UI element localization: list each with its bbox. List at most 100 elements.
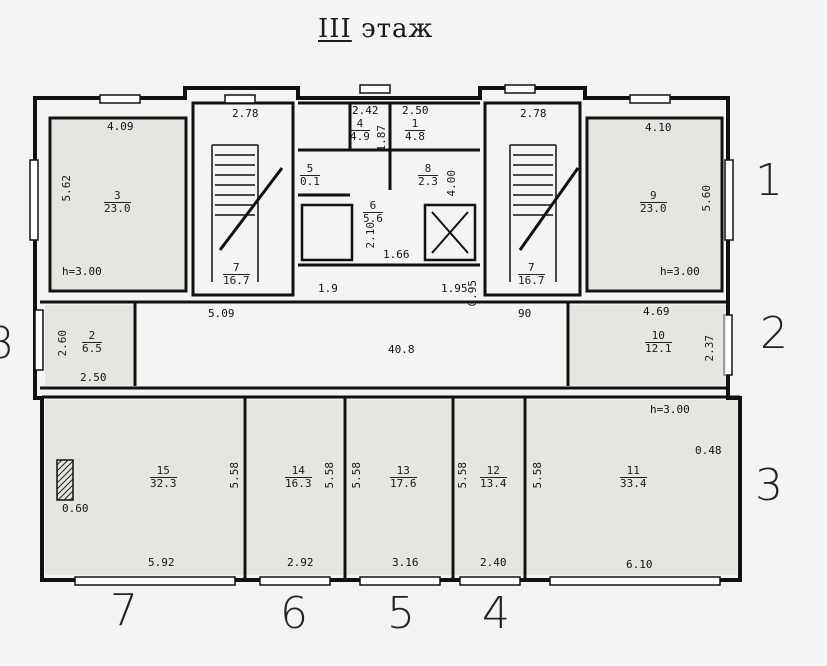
room-number: 3 bbox=[104, 190, 131, 203]
stairs-left bbox=[211, 144, 284, 282]
room-area: 23.0 bbox=[640, 202, 667, 215]
dim-label: 4.69 bbox=[643, 305, 670, 318]
marker-5: 5 bbox=[387, 588, 415, 639]
room-number: 12 bbox=[480, 465, 507, 478]
dim-label: 4.09 bbox=[107, 120, 134, 133]
room-number: 8 bbox=[418, 163, 438, 176]
room-shading bbox=[45, 120, 737, 575]
room-area: 33.4 bbox=[620, 477, 647, 490]
dim-label: 90 bbox=[518, 307, 532, 320]
windows bbox=[29, 84, 734, 586]
dim-label: 2.10 bbox=[364, 222, 377, 249]
room-number: 2 bbox=[82, 330, 102, 343]
marker-7: 7 bbox=[110, 585, 138, 636]
dim-label: 5.58 bbox=[323, 462, 336, 489]
room-number: 5 bbox=[300, 163, 320, 176]
dim-label: 5.58 bbox=[456, 462, 469, 489]
dim-label: 0.60 bbox=[62, 502, 89, 515]
room-number: 1 bbox=[405, 118, 425, 131]
room-area: 16.3 bbox=[285, 477, 312, 490]
dim-label: 1.87 bbox=[375, 125, 388, 152]
dim-label: 6.10 bbox=[626, 558, 653, 571]
elevator-shafts bbox=[300, 203, 477, 262]
room-number: 7 bbox=[518, 262, 545, 275]
room-area: 4.9 bbox=[350, 130, 370, 143]
outer-walls bbox=[33, 86, 742, 582]
dim-label: 2.50 bbox=[402, 104, 429, 117]
room-area: 5.6 bbox=[363, 212, 383, 225]
dim-label: 1.9 bbox=[318, 282, 338, 295]
dim-label: 2.60 bbox=[56, 330, 69, 357]
dim-label: 2.78 bbox=[232, 107, 259, 120]
dim-label: 5.58 bbox=[531, 462, 544, 489]
dim-label: 2.40 bbox=[480, 556, 507, 569]
dim-label: 2.50 bbox=[80, 371, 107, 384]
marker-6: 6 bbox=[280, 588, 308, 639]
dim-label: 0.95 bbox=[466, 280, 479, 307]
dim-label: 1.66 bbox=[383, 248, 410, 261]
room-area: 12.1 bbox=[645, 342, 672, 355]
room-area: 0.1 bbox=[300, 175, 320, 188]
height-label: h=3.00 bbox=[660, 265, 700, 278]
dim-label: 3.16 bbox=[392, 556, 419, 569]
dim-label: 5.62 bbox=[60, 175, 73, 202]
marker-4: 4 bbox=[482, 588, 510, 639]
floor-word: этаж bbox=[361, 14, 434, 44]
room-number: 15 bbox=[150, 465, 177, 478]
dim-label: 5.58 bbox=[228, 462, 241, 489]
inner-walls bbox=[40, 101, 740, 578]
marker-3: 3 bbox=[755, 460, 783, 511]
stairs-right bbox=[509, 144, 580, 282]
marker-1: 1 bbox=[755, 155, 783, 206]
floor-title: III этаж bbox=[318, 14, 433, 44]
room-area: 16.7 bbox=[223, 274, 250, 287]
dim-label: 4.00 bbox=[445, 170, 458, 197]
room-area: 4.8 bbox=[405, 130, 425, 143]
height-label: h=3.00 bbox=[62, 265, 102, 278]
room-number: 11 bbox=[620, 465, 647, 478]
dim-label: 4.10 bbox=[645, 121, 672, 134]
room-area: 16.7 bbox=[518, 274, 545, 287]
dim-label: 1.95 bbox=[441, 282, 468, 295]
dim-label: 0.48 bbox=[695, 444, 722, 457]
room-area: 17.6 bbox=[390, 477, 417, 490]
dim-label: 5.92 bbox=[148, 556, 175, 569]
marker-8: 8 bbox=[0, 318, 14, 369]
room-number: 14 bbox=[285, 465, 312, 478]
room-number: 9 bbox=[640, 190, 667, 203]
room-number: 4 bbox=[350, 118, 370, 131]
room-area: 13.4 bbox=[480, 477, 507, 490]
room-area: 23.0 bbox=[104, 202, 131, 215]
dim-label: 2.37 bbox=[703, 335, 716, 362]
room-number: 13 bbox=[390, 465, 417, 478]
room-area: 2.3 bbox=[418, 175, 438, 188]
corridor-area: 40.8 bbox=[388, 343, 415, 356]
dim-label: 2.42 bbox=[352, 104, 379, 117]
room-area: 6.5 bbox=[82, 342, 102, 355]
dim-label: 2.92 bbox=[287, 556, 314, 569]
dim-label: 5.60 bbox=[700, 185, 713, 212]
hatched-column bbox=[56, 459, 74, 501]
floor-number: III bbox=[318, 14, 352, 44]
room-area: 32.3 bbox=[150, 477, 177, 490]
marker-2: 2 bbox=[760, 308, 788, 359]
room-number: 7 bbox=[223, 262, 250, 275]
room-number: 10 bbox=[645, 330, 672, 343]
